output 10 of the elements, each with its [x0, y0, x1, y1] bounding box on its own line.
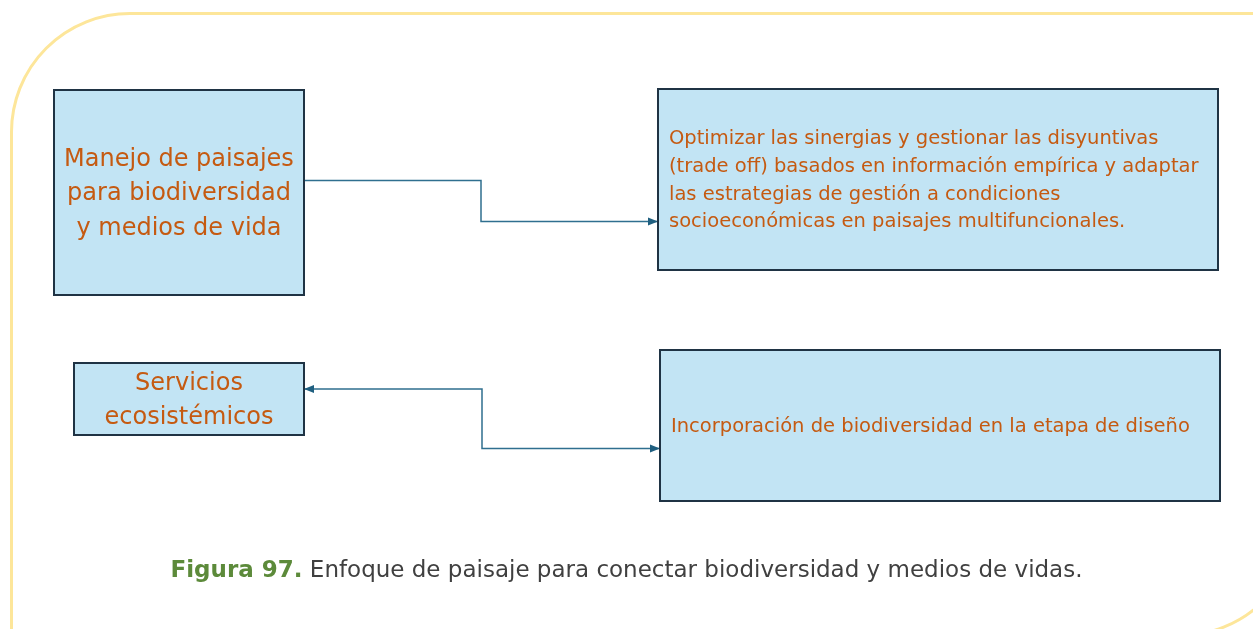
box-text: Manejo de paisajes para biodiversidad y medios de vida: [63, 143, 295, 243]
process-box: [73, 362, 305, 436]
process-box: [53, 89, 305, 296]
box-text: Optimizar las sinergias y gestionar las disyuntivas (trade off) basados en información empírica y adaptar las estrategias de gestión a condiciones socioeconómicas en paisajes multifuncionales.: [669, 125, 1200, 235]
box-text: Servicios ecosistémicos: [103, 366, 275, 432]
process-box: [659, 349, 1221, 502]
arrow: [304, 179, 659, 226]
process-box: [657, 88, 1219, 271]
figure-caption: Figura 97. Enfoque de paisaje para conectar biodiversidad y medios de vidas.: [169, 556, 1084, 582]
box-text: Incorporación de biodiversidad en la etapa de diseño: [671, 412, 1190, 439]
